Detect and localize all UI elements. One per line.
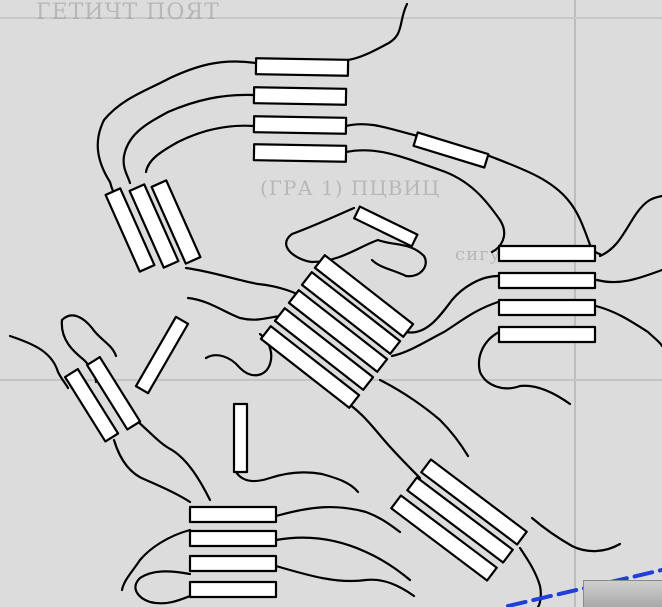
loop-top-left-mid: [122, 93, 255, 185]
strand: [313, 254, 415, 338]
loop-right-1: [598, 194, 662, 258]
strand: [420, 458, 528, 546]
loop-blob-upper: [285, 206, 427, 278]
loop-right-2: [595, 268, 662, 284]
strand: [259, 325, 361, 409]
loop-mid-1: [344, 123, 420, 138]
strand: [252, 143, 348, 163]
background-text-1: ГЕТИЧТ ПОЯТ: [36, 0, 220, 25]
loop-lower-6: [274, 536, 412, 582]
loop-lower-4: [518, 546, 542, 607]
strand: [188, 505, 278, 524]
strand: [104, 187, 156, 273]
strand: [254, 57, 350, 77]
strand: [497, 244, 597, 263]
strand-stack-lower-left: [63, 355, 142, 443]
strand: [353, 205, 419, 248]
strand: [150, 179, 202, 265]
loop-bottom-1: [134, 570, 192, 605]
strand-stack-lower-right: [390, 458, 528, 582]
strand: [412, 131, 490, 169]
loop-left-5: [134, 418, 212, 502]
strand: [252, 86, 348, 106]
strand: [287, 289, 389, 373]
loop-top-left-outer: [96, 60, 258, 200]
strand-stack-right: [497, 244, 597, 344]
loop-left-1: [8, 334, 70, 390]
loop-lines: [8, 2, 662, 607]
loop-lower-7: [120, 528, 192, 592]
loop-lower-3: [530, 516, 622, 553]
loop-center-1: [184, 266, 310, 302]
strand-stack-top: [252, 57, 350, 163]
corner-resize-handle[interactable]: [583, 580, 662, 607]
strand: [134, 315, 190, 395]
strand: [390, 494, 498, 582]
strand: [188, 580, 278, 599]
loop-top-right: [346, 2, 409, 62]
strand-stack-left: [104, 179, 202, 273]
loop-lower-1: [338, 396, 422, 480]
loop-top-left-inner: [144, 124, 256, 174]
strand: [85, 355, 142, 431]
strand: [63, 367, 120, 443]
strand: [232, 402, 249, 474]
strand: [406, 476, 514, 564]
loop-right-4: [477, 330, 572, 406]
loop-center-2: [404, 274, 500, 334]
strand: [273, 307, 375, 391]
strand: [497, 325, 597, 344]
strand: [497, 298, 597, 317]
background-text-2: (ГРА 1) ПЦВИЦ: [260, 176, 441, 200]
loop-left-3: [60, 314, 118, 358]
strand: [188, 554, 278, 573]
strand: [497, 271, 597, 290]
loop-center-3: [186, 296, 282, 321]
loop-mid-3: [344, 149, 506, 254]
strand: [188, 529, 278, 548]
loop-center-6: [234, 470, 360, 494]
strand-stack-bottom: [188, 505, 278, 599]
loop-lower-5: [274, 505, 402, 534]
loop-lower-2: [378, 378, 470, 458]
loop-left-4: [112, 438, 192, 504]
strand-stack-center: [259, 254, 415, 409]
loop-mid-2: [485, 153, 602, 256]
loop-center-4: [390, 300, 500, 358]
loop-right-3: [594, 304, 662, 348]
loop-bottom-2: [274, 564, 416, 598]
strand: [300, 271, 402, 355]
strands: [63, 57, 597, 599]
strand: [252, 115, 348, 135]
strand: [128, 183, 180, 269]
